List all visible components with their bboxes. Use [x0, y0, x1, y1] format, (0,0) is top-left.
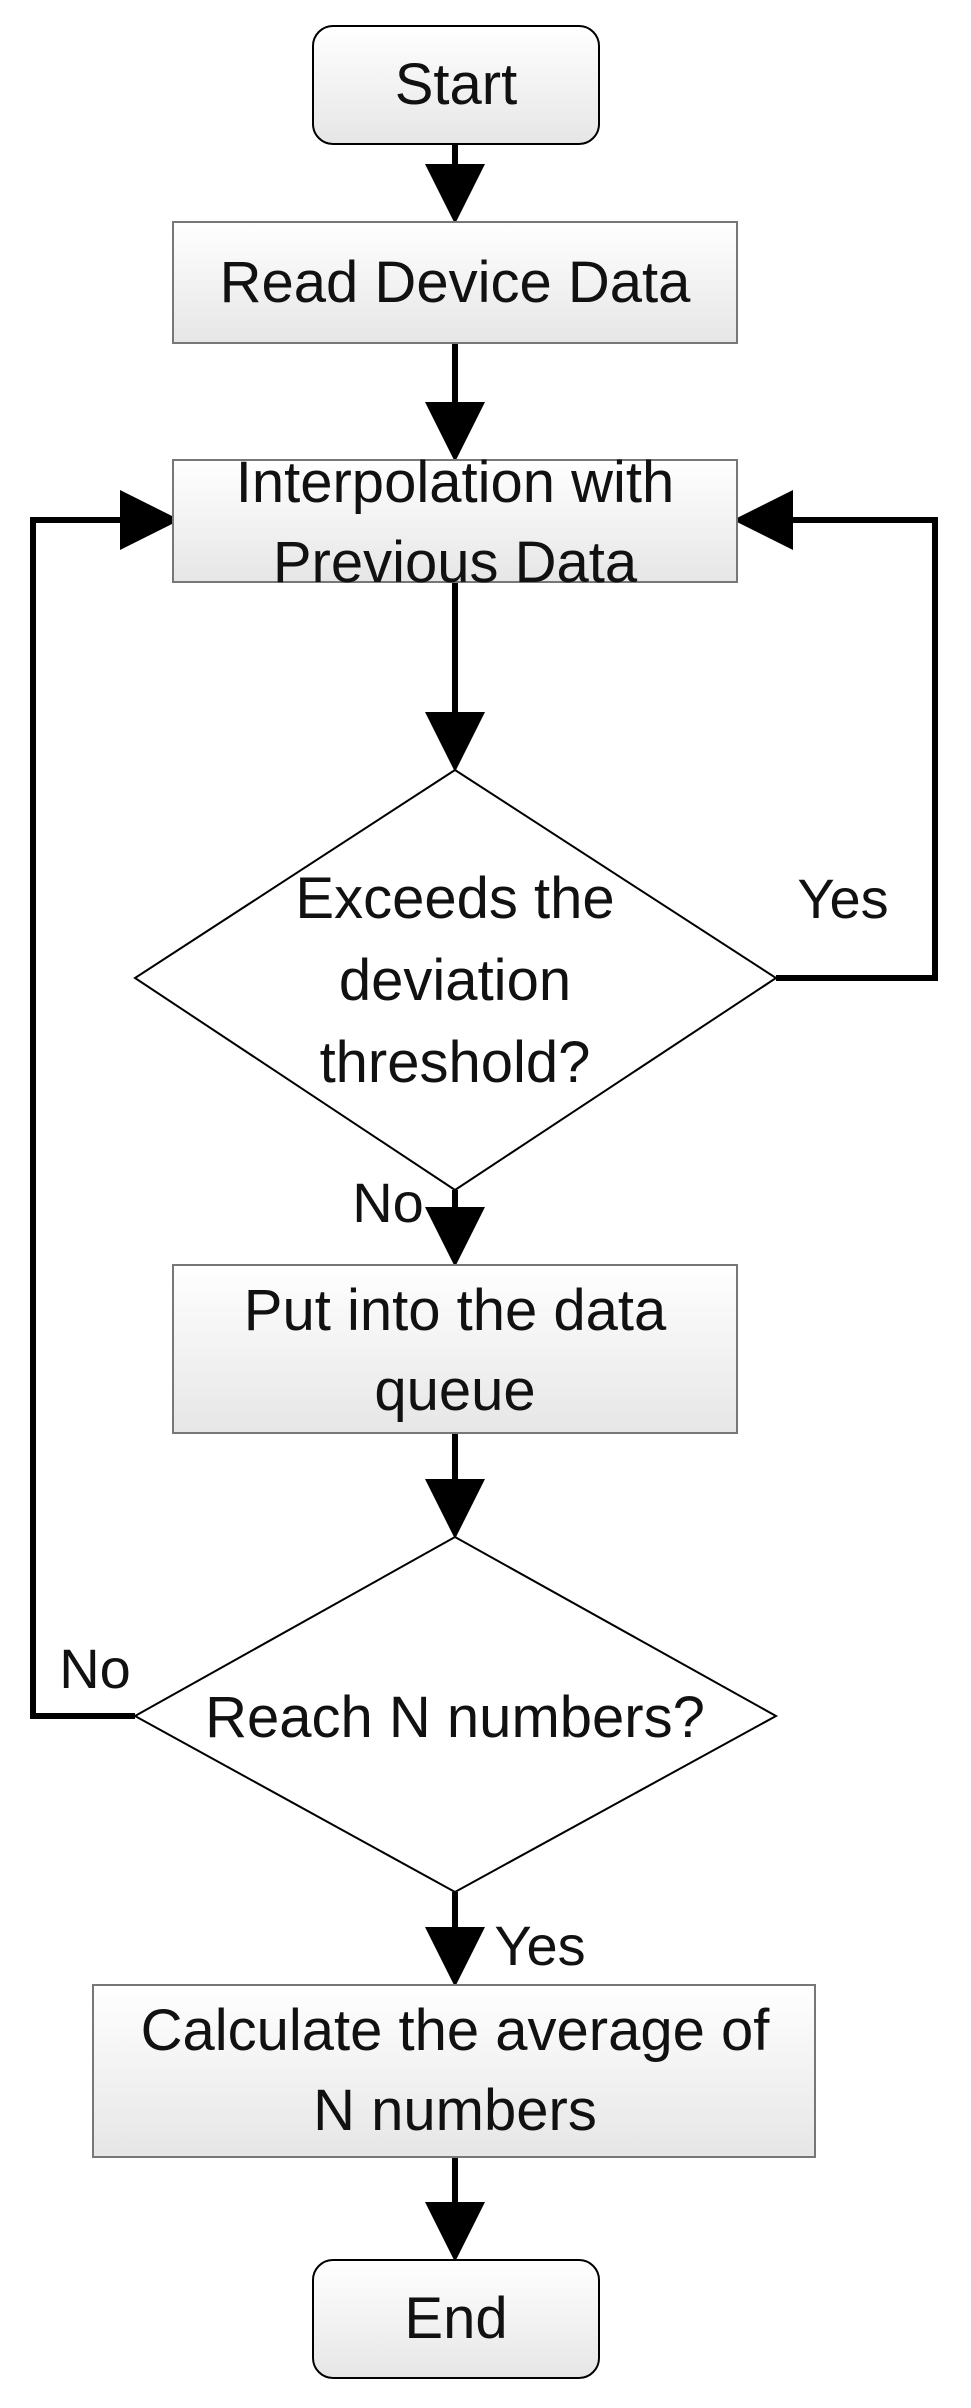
edge-deviation-yes-loop: [733, 490, 938, 981]
queue-label-line2: queue: [374, 1358, 535, 1423]
deviation-label-line3: threshold?: [320, 1030, 591, 1095]
end-label: End: [404, 2286, 507, 2351]
reach-no-label: No: [59, 1637, 131, 1700]
queue-label-line1: Put into the data: [244, 1278, 667, 1343]
queue-node: Put into the data queue: [172, 1264, 738, 1434]
calculate-node: Calculate the average of N numbers: [92, 1984, 816, 2158]
interpolation-node: Interpolation with Previous Data: [172, 450, 738, 595]
start-node: Start: [312, 25, 600, 145]
deviation-no-label: No: [352, 1171, 424, 1234]
calculate-label-line1: Calculate the average of: [141, 1998, 771, 2063]
deviation-label-line1: Exceeds the: [295, 866, 614, 931]
edge-reach-no-loop: [30, 490, 180, 1719]
end-node: End: [312, 2259, 600, 2379]
reach-yes-label: Yes: [494, 1914, 585, 1977]
calculate-label-line2: N numbers: [313, 2078, 597, 2143]
start-label: Start: [395, 52, 518, 117]
deviation-label-line2: deviation: [339, 948, 571, 1013]
reach-decision-node: Reach N numbers?: [132, 1535, 779, 1894]
interpolation-label-line2: Previous Data: [273, 530, 638, 595]
deviation-yes-label: Yes: [797, 867, 888, 930]
deviation-decision-node: Exceeds the deviation threshold?: [133, 768, 778, 1192]
interpolation-label-line1: Interpolation with: [236, 450, 674, 515]
read-device-data-node: Read Device Data: [172, 221, 738, 344]
read-device-data-label: Read Device Data: [220, 250, 691, 315]
connectors: [30, 144, 938, 2262]
reach-label: Reach N numbers?: [205, 1685, 705, 1750]
